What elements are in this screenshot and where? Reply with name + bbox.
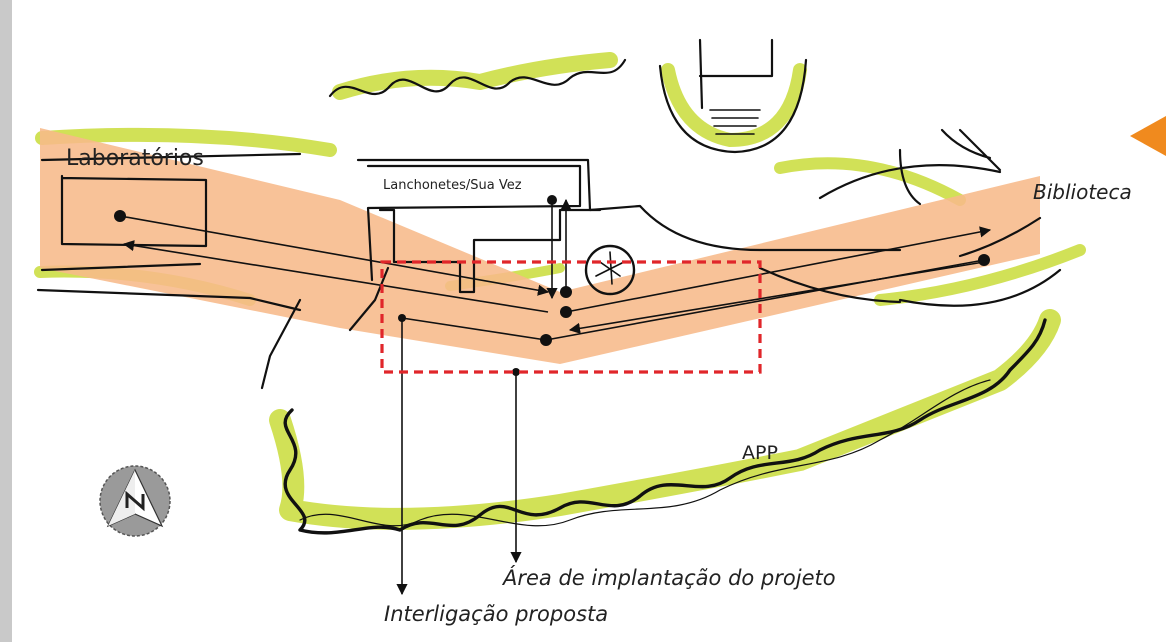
library-edge-top (818, 164, 1002, 200)
amphitheatre-steps (709, 109, 761, 135)
top-scribble (328, 58, 627, 98)
label-app: APP (742, 442, 778, 464)
tree-symbol-branches (595, 251, 625, 285)
node-biblioteca (978, 254, 990, 266)
connection-nodes (114, 195, 990, 376)
label-interligacao: Interligação proposta (384, 602, 609, 626)
node-center-b (560, 306, 572, 318)
laboratories-edges (36, 262, 302, 312)
app-boundary-thin (299, 379, 991, 527)
lanchonetes-path (348, 266, 390, 332)
proposed-connection-band (40, 128, 1040, 364)
connection-lines (119, 198, 992, 596)
orange-accent-triangle (1130, 116, 1166, 156)
north-arrow-icon (99, 465, 171, 537)
node-laboratorios (114, 210, 126, 222)
app-boundary-scribble (283, 318, 1047, 535)
node-center-a (560, 286, 572, 298)
vegetation-amphitheatre (661, 63, 807, 147)
lanchonetes-outline (356, 158, 902, 252)
label-laboratorios: Laboratórios (66, 146, 204, 171)
line-center-to-lab (122, 240, 549, 313)
node-center-c (540, 334, 552, 346)
line-library-to-center (568, 261, 985, 334)
label-biblioteca: Biblioteca (1033, 180, 1132, 204)
amphitheatre-outer (658, 58, 808, 154)
node-area (512, 368, 520, 376)
laboratories-building (40, 152, 302, 248)
lanchonetes-wall (378, 208, 602, 294)
node-interligacao (398, 314, 406, 322)
line-lab-to-center (119, 215, 550, 296)
lanchonetes-inner (366, 164, 582, 282)
vegetation-right-top (774, 157, 966, 206)
vegetation-lab-top (35, 127, 337, 157)
library-edge-bottom (898, 216, 1062, 307)
line-lab-band (401, 317, 547, 341)
ink-sketch (36, 38, 1062, 535)
label-lanchonetes: Lanchonetes/Sua Vez (383, 178, 522, 193)
tree-symbol (584, 244, 636, 296)
amphitheatre-stage (698, 38, 774, 110)
walkway-right (758, 266, 902, 304)
line-center-to-library (565, 226, 992, 313)
node-lanchonetes (547, 195, 557, 205)
left-margin-strip (0, 0, 12, 642)
label-area-implantacao: Área de implantação do projeto (503, 566, 836, 590)
laboratories-path (260, 298, 302, 390)
library-sketch (898, 128, 1002, 206)
vegetation-right-bottom (874, 244, 1086, 306)
implantation-area-outline (380, 260, 762, 374)
